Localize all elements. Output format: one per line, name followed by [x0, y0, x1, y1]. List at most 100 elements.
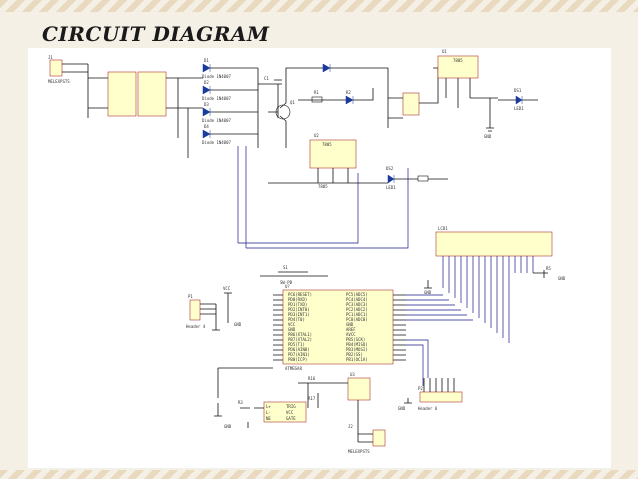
svg-text:S1: S1	[283, 265, 288, 270]
relay-block	[387, 67, 439, 128]
regulator-u2: 7805 U2 7805	[268, 133, 388, 189]
svg-text:PD1(TXD): PD1(TXD)	[288, 302, 307, 307]
svg-text:AVCC: AVCC	[346, 332, 356, 337]
svg-text:PC6(RESET): PC6(RESET)	[288, 292, 312, 297]
decorative-stripe-bottom	[0, 470, 638, 479]
svg-text:PC3(ADC3): PC3(ADC3)	[346, 302, 368, 307]
svg-text:PD0(RXD): PD0(RXD)	[288, 297, 307, 302]
svg-text:Header 6: Header 6	[418, 406, 438, 411]
svg-text:LCD1: LCD1	[438, 226, 448, 231]
svg-text:L+: L+	[266, 404, 271, 409]
vcc-symbols: VCC GND	[223, 280, 432, 323]
svg-text:P1: P1	[188, 294, 193, 299]
j1-label: J1	[48, 55, 53, 60]
svg-text:PD3(INT1): PD3(INT1)	[288, 312, 310, 317]
diode-d2: D2 Diode 1N4007	[202, 80, 258, 101]
svg-text:U?: U?	[285, 284, 290, 289]
led-ds2: DS2 LED1	[386, 166, 448, 190]
svg-text:PB4(MISO): PB4(MISO)	[346, 342, 368, 347]
svg-text:TRIG: TRIG	[286, 404, 296, 409]
svg-text:PB2(SS): PB2(SS)	[346, 352, 363, 357]
svg-text:PD4(T0): PD4(T0)	[288, 317, 305, 322]
svg-text:GND: GND	[288, 327, 296, 332]
svg-text:SW-PB: SW-PB	[280, 280, 293, 285]
svg-text:PB7(XTAL2): PB7(XTAL2)	[288, 337, 312, 342]
svg-text:GND: GND	[346, 322, 354, 327]
svg-text:GND: GND	[558, 276, 566, 281]
svg-text:PC0(ADC0): PC0(ADC0)	[346, 317, 368, 322]
svg-text:7805: 7805	[322, 142, 332, 147]
svg-text:NE: NE	[266, 416, 271, 421]
middle-diodes: R1 R2	[298, 63, 388, 105]
svg-text:U1: U1	[442, 49, 447, 54]
svg-text:GND: GND	[234, 322, 242, 327]
svg-text:D1: D1	[204, 58, 209, 63]
svg-text:ATMEGA8: ATMEGA8	[285, 366, 302, 371]
svg-text:Header 4: Header 4	[186, 324, 206, 329]
switch-s1: S1 SW-PB	[260, 265, 328, 285]
mcu-left-pins: PC6(RESET) PD0(RXD) PD1(TXD) PD2(INT0) P…	[288, 292, 312, 362]
svg-text:7805: 7805	[453, 58, 463, 63]
microcontroller: U? ATMEGA8 PC6(RESET) PD0(RXD) PD1(TXD) …	[273, 284, 473, 386]
svg-text:R2: R2	[346, 90, 351, 95]
sensor-network: GND U3 R16 R17	[214, 367, 371, 429]
svg-text:Q1: Q1	[290, 100, 295, 105]
svg-text:GND: GND	[424, 290, 432, 295]
svg-text:7805: 7805	[318, 184, 328, 189]
svg-text:D2: D2	[204, 80, 209, 85]
j1-part: MELEXPSTS	[48, 79, 70, 84]
connector-j1: J1 MELEXPSTS	[48, 55, 88, 84]
svg-text:U2: U2	[314, 133, 319, 138]
regulator-u1: 7805 U1	[437, 49, 498, 108]
diode-d4: D4 Diode 1N4007	[202, 124, 258, 145]
svg-text:L-: L-	[266, 410, 271, 415]
svg-text:R3: R3	[238, 400, 243, 405]
mcu-right-pins: PC5(ADC5) PC4(ADC4) PC3(ADC3) PC2(ADC2) …	[346, 292, 368, 362]
svg-text:PB5(SCK): PB5(SCK)	[346, 337, 365, 342]
power-bus	[237, 146, 409, 249]
svg-text:GND: GND	[484, 134, 492, 139]
svg-text:DS1: DS1	[514, 88, 522, 93]
svg-text:LED1: LED1	[386, 185, 396, 190]
page-title: CIRCUIT DIAGRAM	[42, 22, 270, 46]
svg-text:PC4(ADC4): PC4(ADC4)	[346, 297, 368, 302]
svg-text:PC2(ADC2): PC2(ADC2)	[346, 307, 368, 312]
svg-text:GATE: GATE	[286, 416, 296, 421]
svg-text:D3: D3	[204, 102, 209, 107]
diode-d3: D3 Diode 1N4007	[202, 102, 258, 123]
svg-text:P2: P2	[418, 386, 423, 391]
circuit-schematic: J1 MELEXPSTS D1 Diode 1N4007 D2 Diode 1N…	[48, 49, 566, 454]
svg-text:PB0(ICP): PB0(ICP)	[288, 357, 307, 362]
svg-text:U3: U3	[350, 372, 355, 377]
svg-text:PB6(XTAL1): PB6(XTAL1)	[288, 332, 312, 337]
header-p2: P2 Header 6 GND	[398, 378, 463, 411]
svg-text:PD5(T1): PD5(T1)	[288, 342, 305, 347]
svg-text:PD6(AIN0): PD6(AIN0)	[288, 347, 310, 352]
svg-text:VCC: VCC	[286, 410, 294, 415]
svg-text:J2: J2	[348, 424, 353, 429]
svg-text:R16: R16	[308, 376, 316, 381]
diode-d1: D1 Diode 1N4007	[202, 58, 258, 79]
connector-j2: J2 MELEXPSTS	[348, 400, 386, 454]
svg-text:Diode 1N4007: Diode 1N4007	[202, 96, 231, 101]
svg-text:PB1(OC1A): PB1(OC1A)	[346, 357, 368, 362]
lcd-display: LCD1 R5 GND	[435, 226, 566, 343]
schematic-sheet: J1 MELEXPSTS D1 Diode 1N4007 D2 Diode 1N…	[28, 48, 611, 468]
svg-text:LED1: LED1	[514, 106, 524, 111]
svg-text:C1: C1	[264, 76, 269, 81]
svg-text:VCC: VCC	[223, 286, 231, 291]
svg-text:PC5(ADC5): PC5(ADC5)	[346, 292, 368, 297]
svg-text:R17: R17	[308, 396, 316, 401]
svg-text:GND: GND	[398, 406, 406, 411]
capacitor-c1: C1	[257, 68, 282, 148]
svg-text:R5: R5	[546, 266, 551, 271]
decorative-stripe-top	[0, 0, 638, 12]
svg-text:Diode 1N4007: Diode 1N4007	[202, 74, 231, 79]
svg-text:PC1(ADC1): PC1(ADC1)	[346, 312, 368, 317]
rectifier-block	[87, 64, 203, 158]
svg-text:Diode 1N4007: Diode 1N4007	[202, 140, 231, 145]
transistor-q1: Q1	[268, 67, 318, 148]
svg-text:GND: GND	[224, 424, 232, 429]
svg-text:AREF: AREF	[346, 327, 356, 332]
svg-text:PD2(INT0): PD2(INT0)	[288, 307, 310, 312]
